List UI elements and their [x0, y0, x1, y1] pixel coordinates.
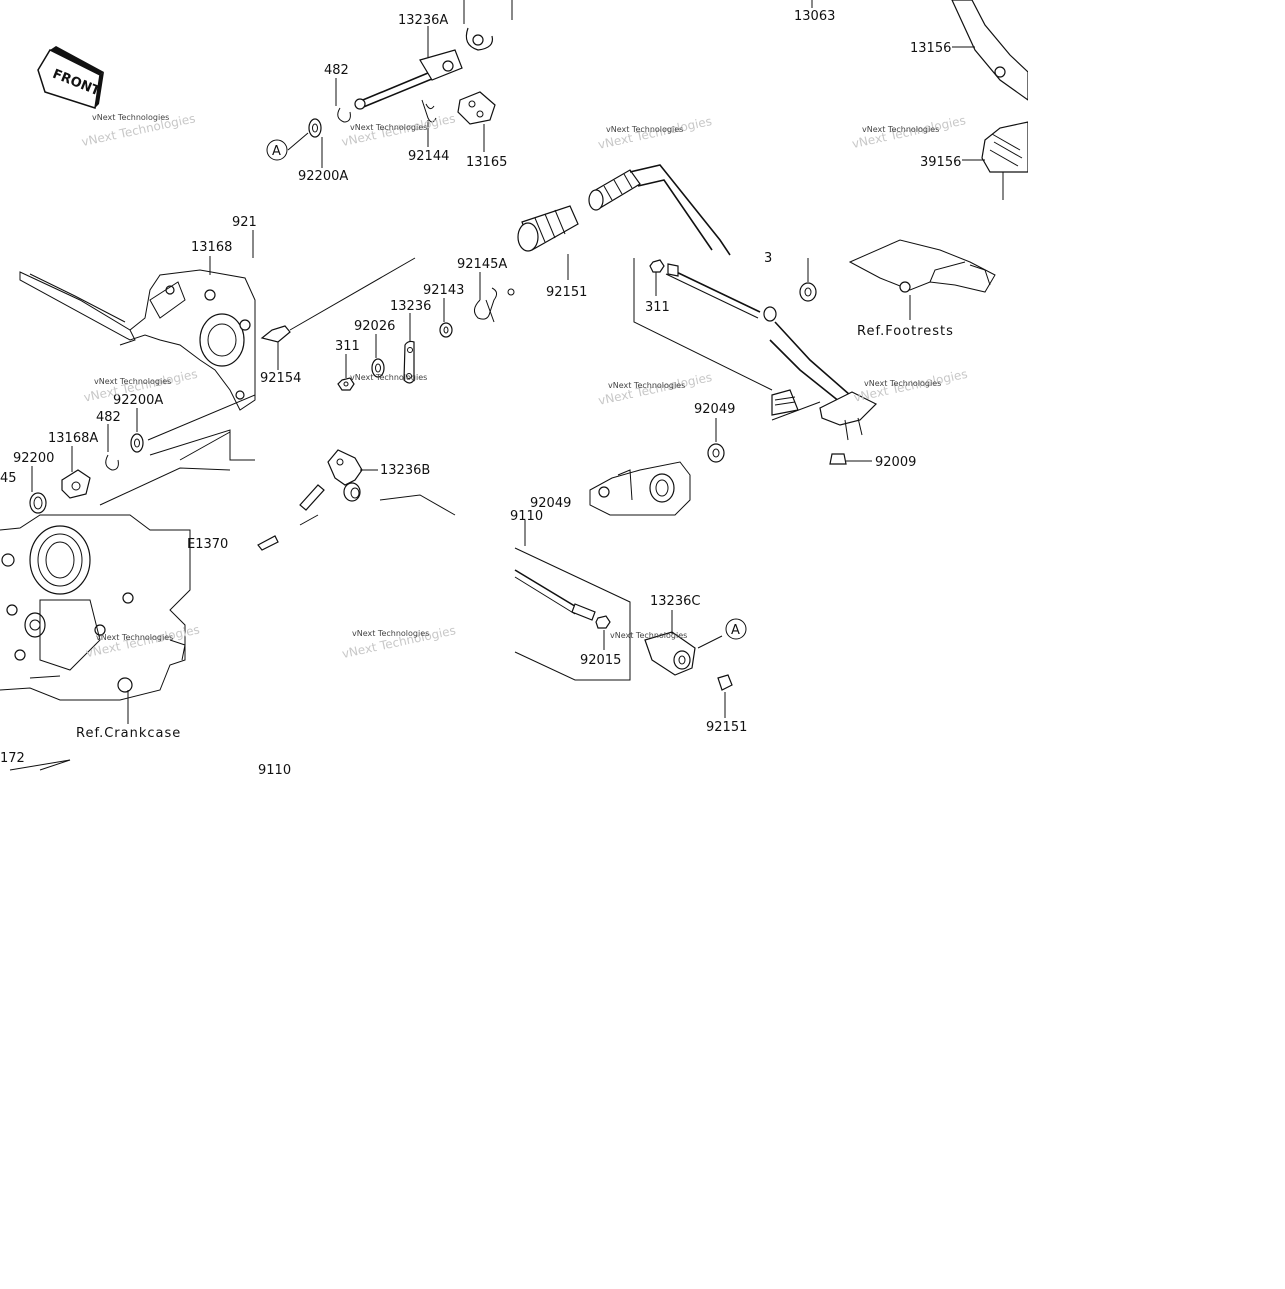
part-label: 9110: [510, 509, 543, 524]
front-arrow-icon: FRONT: [37, 46, 104, 109]
part-label: 92144: [408, 149, 449, 164]
bushing-92049: [589, 443, 725, 516]
part-label: 172: [0, 751, 25, 766]
part-label: 13236A: [398, 13, 448, 28]
ref-footrests-label: Ref.Footrests: [857, 324, 954, 339]
brake-pedal-assembly: [951, 0, 1029, 200]
watermark-text: vNext Technologies: [864, 379, 941, 388]
part-label: 13156: [910, 41, 951, 56]
part-label: 92200A: [298, 169, 348, 184]
reference-circle-a-bottom: A: [725, 618, 747, 640]
part-label: E1370: [187, 537, 228, 552]
part-label: 92049: [530, 496, 571, 511]
footrest-bracket: [848, 239, 996, 293]
engine-cover-left: [19, 269, 256, 411]
bolt-92009: [829, 453, 872, 465]
part-label: 92151: [706, 720, 747, 735]
part-label: 3: [764, 251, 772, 266]
watermark-text: vNext Technologies: [92, 113, 169, 122]
part-label: 92145A: [457, 257, 507, 272]
part-label: 92049: [694, 402, 735, 417]
part-label: 92200A: [113, 393, 163, 408]
watermark-text: vNext Technologies: [352, 629, 429, 638]
reference-circle-a: A: [266, 139, 288, 161]
part-label: 921: [232, 215, 257, 230]
shift-small-parts: [337, 287, 515, 391]
part-label: 311: [645, 300, 670, 315]
part-label: 92009: [875, 455, 916, 470]
part-label: 13165: [466, 155, 507, 170]
lower-left-small-parts: [29, 394, 256, 514]
watermark-text: vNext Technologies: [610, 631, 687, 640]
part-label: 92154: [260, 371, 301, 386]
circle-a-bottom-label: A: [731, 623, 740, 638]
watermark-text: vNext Technologies: [350, 123, 427, 132]
watermark-text: vNext Technologies: [606, 125, 683, 134]
part-label: 92143: [423, 283, 464, 298]
circle-a-label: A: [272, 144, 281, 159]
part-label: 92015: [580, 653, 621, 668]
stud-bolt: [257, 535, 279, 551]
watermark-text: vNext Technologies: [96, 633, 173, 642]
part-label: 482: [324, 63, 349, 78]
watermark-text: vNext Technologies: [862, 125, 939, 134]
part-label: 13236: [390, 299, 431, 314]
part-label: 13236C: [650, 594, 700, 609]
watermark-text: vNext Technologies: [350, 373, 427, 382]
part-label: 39156: [920, 155, 961, 170]
part-label: 45: [0, 471, 17, 486]
shift-shaft-assembly: [308, 27, 496, 138]
part-label: 13168: [191, 240, 232, 255]
watermark-text: vNext Technologies: [608, 381, 685, 390]
part-label: 92151: [546, 285, 587, 300]
watermark-text: vNext Technologies: [94, 377, 171, 386]
ref-crankcase-label: Ref.Crankcase: [76, 726, 181, 741]
part-label: 13236B: [380, 463, 430, 478]
part-label: 311: [335, 339, 360, 354]
shift-lever-13236B: [299, 449, 456, 526]
part-label: 13063: [794, 9, 835, 24]
crankcase: [0, 514, 191, 701]
part-label: 482: [96, 410, 121, 425]
part-label: 13168A: [48, 431, 98, 446]
part-label: 92026: [354, 319, 395, 334]
part-label: 9110: [258, 763, 291, 778]
bolt-92154: [260, 325, 291, 370]
part-number-labels: 13236A 482 92200A 92144 13165 13063 1315…: [0, 9, 961, 778]
part-label: 92200: [13, 451, 54, 466]
shift-pedal-assembly: [517, 164, 878, 441]
